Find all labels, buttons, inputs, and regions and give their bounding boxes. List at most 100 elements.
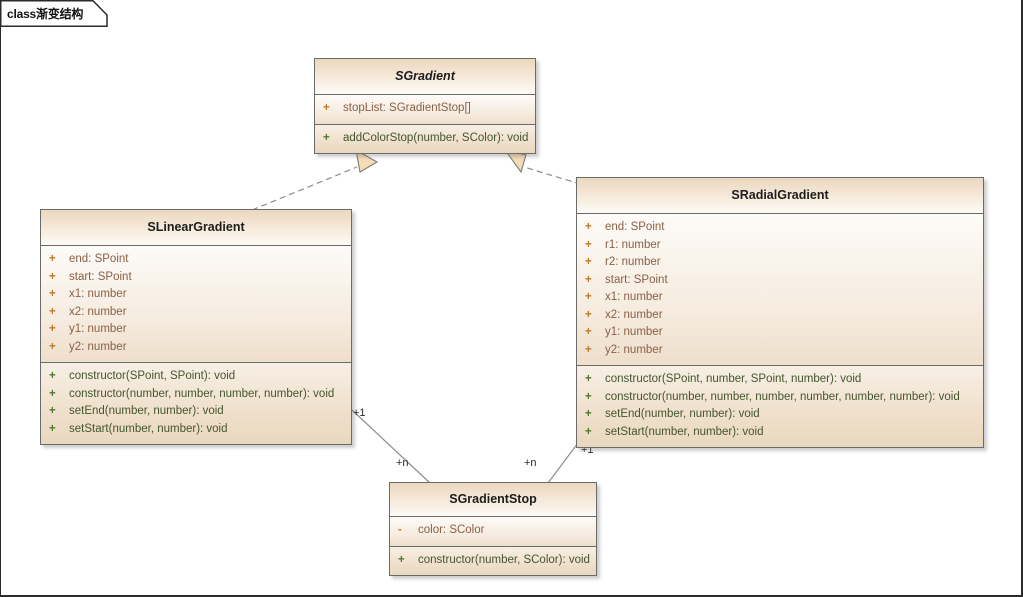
multiplicity-linear-many: +n <box>396 457 409 469</box>
visibility-marker: + <box>49 253 56 265</box>
attribute-row: + y1: number <box>41 321 351 339</box>
attribute-row: + x1: number <box>41 286 351 304</box>
visibility-marker: + <box>585 425 592 438</box>
visibility-marker: + <box>49 270 56 283</box>
operation-text: constructor(number, number, number, numb… <box>69 387 335 400</box>
operations-section-sgradientstop: + constructor(number, SColor): void <box>390 546 596 575</box>
operation-text: setEnd(number, number): void <box>605 408 760 420</box>
class-name-sradialgradient: SRadialGradient <box>577 178 983 214</box>
visibility-marker: + <box>585 273 592 286</box>
attribute-text: x1: number <box>605 291 663 303</box>
operation-row: + constructor(SPoint, number, SPoint, num… <box>577 371 983 389</box>
visibility-marker: + <box>585 343 592 356</box>
diagram-title: class渐变结构 <box>7 7 84 21</box>
class-box-sgradientstop[interactable]: SGradientStop -color: SColor + constructo… <box>389 482 597 576</box>
attribute-text: end: SPoint <box>69 253 129 265</box>
multiplicity-radial-many: +n <box>524 457 537 469</box>
attribute-text: y1: number <box>69 323 127 335</box>
attribute-row: + end: SPoint <box>41 251 351 269</box>
visibility-marker: + <box>49 340 56 353</box>
frame-tab-shape <box>0 0 108 27</box>
operation-text: constructor(number, number, number, numb… <box>605 390 960 403</box>
attributes-section-slineargradient: +end: SPoint +start: SPoint +x1: number … <box>41 246 351 363</box>
class-name-slineargradient: SLinearGradient <box>41 210 351 246</box>
visibility-marker: + <box>585 291 592 303</box>
attribute-row: + y2: number <box>41 339 351 357</box>
operation-text: addColorStop(number, SColor): void <box>343 131 529 144</box>
visibility-marker: + <box>49 305 56 318</box>
visibility-marker: + <box>323 102 330 114</box>
attribute-text: r2: number <box>605 256 661 268</box>
attribute-text: stopList: SGradientStop[] <box>343 102 471 114</box>
operation-text: setEnd(number, number): void <box>69 405 224 417</box>
attribute-row: + x2: number <box>577 307 983 325</box>
visibility-marker: + <box>49 387 56 400</box>
visibility-marker: + <box>398 553 405 566</box>
attribute-text: x1: number <box>69 288 127 300</box>
class-box-sradialgradient[interactable]: SRadialGradient + end: SPoint + r1: number… <box>576 177 984 448</box>
attribute-row: + y2: number <box>577 342 983 360</box>
visibility-marker: + <box>585 408 592 420</box>
operation-row: + constructor(number, number, number, num… <box>577 389 983 407</box>
visibility-marker: + <box>585 373 592 385</box>
operation-text: setStart(number, number): void <box>69 422 228 435</box>
attribute-text: y1: number <box>605 326 663 338</box>
visibility-marker: + <box>49 422 56 435</box>
attribute-row: + start: SPoint <box>577 272 983 290</box>
visibility-marker: + <box>49 405 56 417</box>
class-box-sgradient[interactable]: SGradient + stopList: SGradientStop[] + ad… <box>314 58 536 154</box>
multiplicity-linear-one: +1 <box>353 407 366 419</box>
visibility-marker: + <box>585 221 592 233</box>
visibility-marker: + <box>585 326 592 338</box>
operations-section-sradialgradient: + constructor(SPoint, number, SPoint, num… <box>577 366 983 447</box>
operation-row: + setEnd(number, number): void <box>577 406 983 424</box>
attribute-text: x2: number <box>69 305 127 318</box>
operation-text: setStart(number, number): void <box>605 425 764 438</box>
class-name-sgradientstop: SGradientStop <box>390 483 596 517</box>
diagram-frame-tab: class渐变结构 <box>0 0 108 27</box>
visibility-marker: + <box>49 288 56 300</box>
attributes-section-sradialgradient: + end: SPoint + r1: number + r2: number + st… <box>577 214 983 366</box>
operation-row: + constructor(number, SColor): void <box>390 552 596 570</box>
attribute-text: x2: number <box>605 308 663 321</box>
attribute-text: y2: number <box>69 340 127 353</box>
attribute-row: + r1: number <box>577 237 983 255</box>
attribute-row: + y1: number <box>577 324 983 342</box>
operation-text: constructor(number, SColor): void <box>418 553 590 566</box>
attribute-text: r1: number <box>605 238 661 251</box>
operation-row: + setEnd(number, number): void <box>41 403 351 421</box>
attributes-section-sgradient: + stopList: SGradientStop[] <box>315 95 535 125</box>
attributes-section-sgradientstop: -color: SColor <box>390 517 596 547</box>
class-box-slineargradient[interactable]: SLinearGradient + end: SPoint + start: SPo… <box>40 209 352 445</box>
attribute-text: y2: number <box>605 343 663 356</box>
diagram-frame <box>0 26 1021 595</box>
attribute-row: + x2: number <box>41 304 351 322</box>
attribute-row: + end: SPoint <box>577 219 983 237</box>
attribute-row: + start: SPoint <box>41 269 351 287</box>
visibility-marker: + <box>49 370 56 382</box>
attribute-text: color: SColor <box>418 524 485 536</box>
operation-text: constructor(SPoint, number, SPoint, numb… <box>605 373 862 385</box>
attribute-row: + x1: number <box>577 289 983 307</box>
attribute-row: + r2: number <box>577 254 983 272</box>
attribute-row: + stopList: SGradientStop[] <box>315 100 535 118</box>
attribute-text: start: SPoint <box>69 270 132 283</box>
operation-row: + addColorStop(number, SColor): void <box>315 130 535 148</box>
visibility-marker: + <box>585 390 592 403</box>
operation-row: + constructor(SPoint, SPoint): void <box>41 368 351 386</box>
visibility-marker: + <box>49 323 56 335</box>
operations-section-sgradient: + addColorStop(number, SColor): void <box>315 124 535 153</box>
visibility-marker: + <box>585 238 592 251</box>
visibility-marker: + <box>323 131 330 144</box>
operation-row: + setStart(number, number): void <box>41 421 351 439</box>
operations-section-slineargradient: + constructor(SPoint, SPoint): void + cons… <box>41 363 351 444</box>
class-name-sgradient: SGradient <box>315 59 535 95</box>
attribute-text: start: SPoint <box>605 273 668 286</box>
visibility-marker: + <box>585 308 592 321</box>
visibility-marker: + <box>585 256 592 268</box>
attribute-row: -color: SColor <box>390 522 596 540</box>
operation-row: + setStart(number, number): void <box>577 424 983 442</box>
attribute-text: end: SPoint <box>605 221 665 233</box>
operation-text: constructor(SPoint, SPoint): void <box>69 370 236 382</box>
